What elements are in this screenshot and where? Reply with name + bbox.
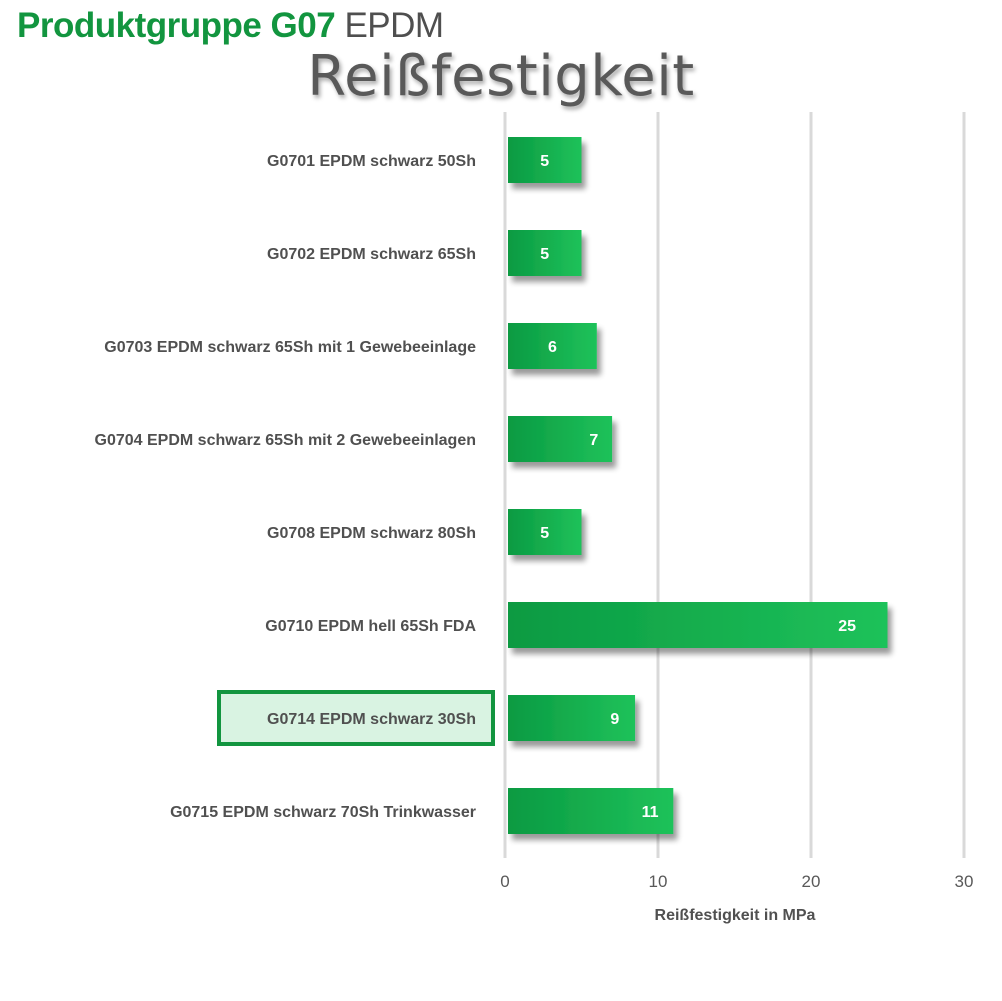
product-group-title: Produktgruppe G07 EPDM bbox=[17, 6, 444, 46]
x-axis-title: Reißfestigkeit in MPa bbox=[655, 907, 816, 924]
x-tick-label-20: 20 bbox=[802, 872, 821, 891]
bar-6 bbox=[508, 602, 888, 648]
data-label-4: 7 bbox=[589, 432, 598, 449]
category-label-4: G0704 EPDM schwarz 65Sh mit 2 Gewebeeinl… bbox=[95, 432, 476, 449]
x-axis-ticks: 0 10 20 30 bbox=[500, 872, 973, 891]
data-label-5: 5 bbox=[540, 525, 549, 542]
category-label-6: G0710 EPDM hell 65Sh FDA bbox=[265, 618, 476, 635]
x-tick-label-30: 30 bbox=[955, 872, 974, 891]
highlight-layer bbox=[217, 690, 495, 746]
bar-8 bbox=[508, 788, 674, 834]
x-tick-label-10: 10 bbox=[649, 872, 668, 891]
category-label-7: G0714 EPDM schwarz 30Sh bbox=[267, 711, 476, 728]
category-label-5: G0708 EPDM schwarz 80Sh bbox=[267, 525, 476, 542]
product-group-material: EPDM bbox=[344, 6, 444, 45]
bar-2 bbox=[508, 230, 582, 276]
bar-5 bbox=[508, 509, 582, 555]
category-label-1: G0701 EPDM schwarz 50Sh bbox=[267, 153, 476, 170]
category-label-2: G0702 EPDM schwarz 65Sh bbox=[267, 246, 476, 263]
highlighted-category-box bbox=[217, 690, 495, 746]
bars: 5 5 6 7 5 25 9 11 bbox=[508, 137, 888, 834]
gridlines bbox=[503, 112, 966, 858]
data-label-7: 9 bbox=[610, 711, 619, 728]
bar-4 bbox=[508, 416, 613, 462]
category-label-3: G0703 EPDM schwarz 65Sh mit 1 Gewebeeinl… bbox=[104, 339, 476, 356]
data-label-3: 6 bbox=[548, 339, 557, 356]
data-label-1: 5 bbox=[540, 153, 549, 170]
category-label-8: G0715 EPDM schwarz 70Sh Trinkwasser bbox=[170, 804, 476, 821]
x-tick-label-0: 0 bbox=[500, 872, 509, 891]
data-label-8: 11 bbox=[642, 804, 659, 821]
chart-title: Reißfestigkeit bbox=[307, 44, 695, 109]
bar-3 bbox=[508, 323, 597, 369]
data-label-6: 25 bbox=[838, 618, 856, 635]
bar-7 bbox=[508, 695, 636, 741]
product-group-code: Produktgruppe G07 bbox=[17, 6, 336, 45]
data-label-2: 5 bbox=[540, 246, 549, 263]
bar-1 bbox=[508, 137, 582, 183]
